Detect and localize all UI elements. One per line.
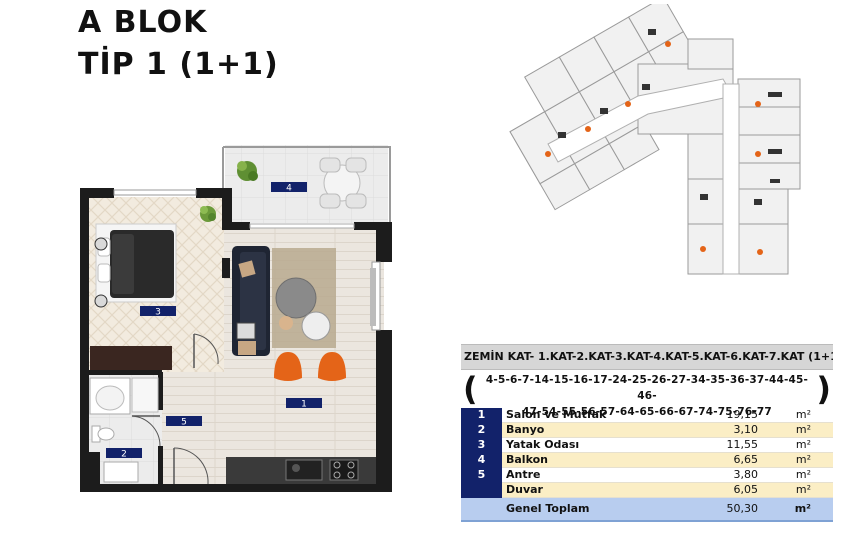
bedroom-window bbox=[113, 189, 197, 196]
room-area-table: 1 Salon ve Mutfak 19,15 m² 2 Banyo 3,10 … bbox=[461, 408, 833, 522]
flat-numbers-line2: 47-54-55-56-57-64-65-66-67-74-75-76-77 bbox=[522, 406, 772, 418]
left-paren: ( bbox=[463, 370, 478, 408]
kitchen-counter bbox=[226, 457, 376, 484]
row-room: Salon ve Mutfak bbox=[502, 408, 668, 423]
table-row: 3 Yatak Odası 11,55 m² bbox=[461, 437, 833, 453]
total-label: Genel Toplam bbox=[502, 497, 668, 522]
total-number-cell bbox=[461, 497, 502, 522]
row-unit: m² bbox=[768, 437, 833, 453]
right-paren: ) bbox=[816, 370, 831, 408]
row-unit: m² bbox=[768, 452, 833, 468]
row-area: 3,80 bbox=[668, 467, 768, 483]
coffee-table bbox=[275, 277, 317, 319]
floor-plan: 4 3 1 5 2 bbox=[80, 145, 392, 492]
balcony-table-set bbox=[319, 157, 367, 209]
block-title: A BLOK bbox=[78, 5, 208, 40]
row-number: 3 bbox=[461, 437, 502, 453]
row-number: 2 bbox=[461, 422, 502, 438]
total-unit: m² bbox=[768, 497, 833, 522]
flat-numbers: ( 4-5-6-7-14-15-16-17-24-25-26-27-34-35-… bbox=[461, 370, 833, 418]
room-tag-5: 5 bbox=[181, 418, 187, 428]
row-number: 4 bbox=[461, 452, 502, 468]
balcony-railing bbox=[223, 146, 391, 222]
row-number: 1 bbox=[461, 408, 502, 423]
area-table: ZEMİN KAT- 1.KAT-2.KAT-3.KAT-4.KAT-5.KAT… bbox=[461, 344, 833, 522]
total-row: Genel Toplam 50,30 m² bbox=[461, 497, 833, 522]
walls bbox=[80, 188, 392, 492]
toilet bbox=[91, 425, 115, 443]
tv-unit bbox=[370, 268, 376, 326]
room-tag-2-group: 2 bbox=[106, 448, 142, 460]
row-room: Duvar bbox=[502, 482, 668, 498]
side-table bbox=[301, 311, 331, 341]
total-area: 50,30 bbox=[668, 497, 768, 522]
table-row: 5 Antre 3,80 m² bbox=[461, 467, 833, 483]
row-area: 11,55 bbox=[668, 437, 768, 453]
row-room: Banyo bbox=[502, 422, 668, 438]
row-number: 5 bbox=[461, 467, 502, 483]
table-row: 2 Banyo 3,10 m² bbox=[461, 422, 833, 438]
row-room: Yatak Odası bbox=[502, 437, 668, 453]
washbasin bbox=[103, 461, 139, 483]
room-tag-1-group: 1 bbox=[286, 398, 322, 410]
row-room: Antre bbox=[502, 467, 668, 483]
room-tag-3: 3 bbox=[155, 308, 161, 318]
row-number bbox=[461, 482, 502, 498]
bedroom-plant bbox=[200, 206, 216, 222]
row-unit: m² bbox=[768, 422, 833, 438]
balcony-plant bbox=[237, 161, 258, 181]
row-unit: m² bbox=[768, 467, 833, 483]
room-tag-5-group: 5 bbox=[166, 416, 202, 428]
shower-tray bbox=[131, 377, 159, 413]
floors-header: ZEMİN KAT- 1.KAT-2.KAT-3.KAT-4.KAT-5.KAT… bbox=[461, 344, 833, 370]
armchairs bbox=[274, 352, 346, 381]
wardrobe bbox=[90, 346, 172, 370]
flat-numbers-line1: 4-5-6-7-14-15-16-17-24-25-26-27-34-35-36… bbox=[485, 374, 809, 402]
room-tag-4: 4 bbox=[286, 184, 292, 194]
row-area: 19,15 bbox=[668, 408, 768, 423]
room-tag-3-group: 3 bbox=[140, 306, 176, 318]
row-area: 6,65 bbox=[668, 452, 768, 468]
balcony-door-glass bbox=[249, 223, 355, 229]
row-room: Balkon bbox=[502, 452, 668, 468]
building-key-plan bbox=[509, 4, 801, 275]
row-area: 3,10 bbox=[668, 422, 768, 438]
row-unit: m² bbox=[768, 408, 833, 423]
row-unit: m² bbox=[768, 482, 833, 498]
entrance-door-swing bbox=[173, 447, 209, 485]
row-area: 6,05 bbox=[668, 482, 768, 498]
table-row: Duvar 6,05 m² bbox=[461, 482, 833, 498]
room-tag-2: 2 bbox=[121, 450, 127, 460]
entrance-floor bbox=[160, 372, 226, 484]
bedroom-door-swing bbox=[193, 333, 219, 365]
table-row: 1 Salon ve Mutfak 19,15 m² bbox=[461, 408, 833, 423]
bathtub bbox=[89, 377, 131, 415]
type-title: TİP 1 (1+1) bbox=[78, 47, 279, 82]
sofa bbox=[232, 246, 270, 356]
room-tag-1: 1 bbox=[301, 400, 307, 410]
room-tag-4-group: 4 bbox=[271, 182, 307, 194]
bed bbox=[94, 223, 177, 308]
table-row: 4 Balkon 6,65 m² bbox=[461, 452, 833, 468]
